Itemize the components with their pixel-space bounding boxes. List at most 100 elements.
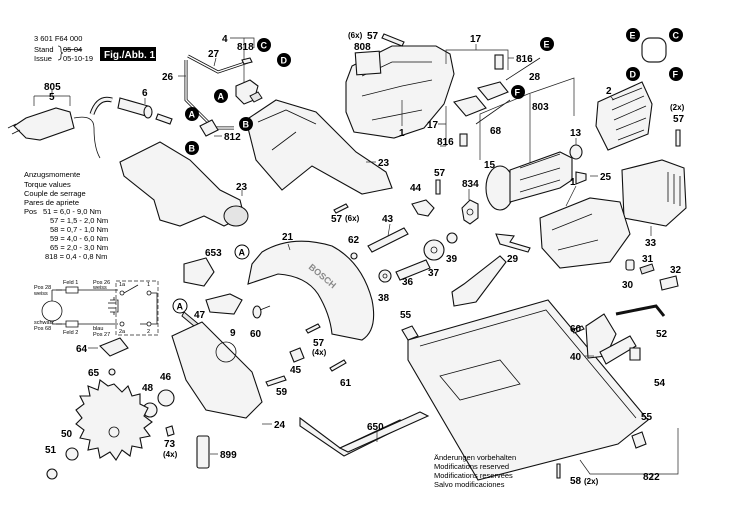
stator-assembly: 2 (2x) 57 25 33 1 <box>539 37 687 269</box>
field-coil-1 <box>56 286 118 294</box>
part-label-1: 1 <box>399 128 405 139</box>
torque-value: 57 = 1,5 - 2,0 Nm <box>50 216 108 225</box>
part-label-653: 653 <box>205 248 222 259</box>
part-label-818: 818 <box>237 42 254 53</box>
brush-holder-17b <box>453 95 487 117</box>
torque-value: 65 = 2,0 - 3,0 Nm <box>50 243 108 252</box>
guide-650 <box>299 416 410 457</box>
part-39 <box>446 232 458 244</box>
armature-assembly: 803 15 13 834 <box>461 77 583 225</box>
stand-value: 05-04 <box>63 45 82 54</box>
svg-text:A: A <box>189 110 196 120</box>
brush-cap-parts: 30 31 32 <box>622 254 682 291</box>
bolt-51 <box>46 468 58 480</box>
part-label-36: 36 <box>402 277 414 288</box>
lever-64 <box>99 337 129 357</box>
part-label-17: 17 <box>470 34 482 45</box>
screw-58 <box>556 463 561 479</box>
part-label-1b: 1 <box>570 177 576 188</box>
clip-29 <box>495 233 531 253</box>
brush-816b <box>459 133 468 147</box>
part-label-15: 15 <box>484 160 496 171</box>
spindle-36 <box>395 259 431 281</box>
part-label-24: 24 <box>274 420 286 431</box>
cap-32 <box>659 275 679 291</box>
schwarz-label: schwarz <box>34 320 54 326</box>
blade-guard: BOSCH 21 653 9 47 60 <box>181 232 375 341</box>
screw-57d <box>435 179 441 195</box>
part-label-5: 5 <box>49 92 55 103</box>
feld2-label: Feld 2 <box>63 330 78 336</box>
part-label-65: 65 <box>88 368 100 379</box>
part-label-59: 59 <box>276 387 288 398</box>
part-label-51: 51 <box>45 445 57 456</box>
torque-line: Anzugsmomente <box>24 170 80 179</box>
part-label-816: 816 <box>516 54 533 65</box>
part-label-812: 812 <box>224 132 241 143</box>
wire-ring <box>641 37 667 63</box>
part-label-47: 47 <box>194 310 206 321</box>
blau-label: blau <box>93 326 103 332</box>
part-label-68: 68 <box>490 126 502 137</box>
part-label-23: 23 <box>236 182 248 193</box>
part-label-4: 4 <box>222 34 228 45</box>
label-808 <box>354 50 382 76</box>
modifications-notice: Änderungen vorbehalten Modifications res… <box>434 453 516 489</box>
part-label-39: 39 <box>446 254 458 265</box>
qty-57-6x-b: (6x) <box>345 214 360 223</box>
part-label-62: 62 <box>348 235 360 246</box>
bolt-60 <box>252 305 262 319</box>
part-label-55b: 55 <box>641 412 653 423</box>
brush-holder-17 <box>477 81 509 101</box>
gear-train: 57 44 43 62 38 36 37 39 29 <box>348 168 531 304</box>
part-label-32: 32 <box>670 265 682 276</box>
clamp-55b <box>631 431 647 449</box>
svg-text:E: E <box>630 31 636 41</box>
figure-label-box <box>100 47 156 61</box>
ref-marker-A: A <box>185 107 199 121</box>
part-label-822: 822 <box>643 472 660 483</box>
screw-57 <box>381 33 405 47</box>
part-label-2: 2 <box>606 86 612 97</box>
base-plate <box>407 299 649 481</box>
qty-57-2x: (2x) <box>670 103 685 112</box>
knob-45 <box>289 347 305 363</box>
part-label-23b: 23 <box>378 158 390 169</box>
terminal-1a: 1a <box>119 282 126 288</box>
pos28-label: Pos 28 <box>34 285 51 291</box>
torque-value: 818 = 0,4 - 0,8 Nm <box>45 252 107 261</box>
screw-65 <box>108 368 116 376</box>
ref-marker-E: E <box>540 37 554 51</box>
qty-73-4x: (4x) <box>163 450 178 459</box>
pos26-label: Pos 26 <box>93 280 110 286</box>
stand-label: Stand <box>34 45 54 54</box>
ref-marker-C: C <box>257 38 271 52</box>
issue-value: 05-10-19 <box>63 54 93 63</box>
svg-text:B: B <box>189 144 196 154</box>
svg-text:A: A <box>177 302 184 312</box>
bearing-38 <box>378 269 392 283</box>
part-label-57b: 57 <box>673 114 685 125</box>
reference-markers: C D A B A B E F E C D F A A <box>172 28 683 314</box>
plate-9 <box>205 293 243 315</box>
grease-tube-899 <box>196 435 210 469</box>
part-label-28: 28 <box>529 72 541 83</box>
upper-guard-21 <box>247 240 375 341</box>
part-label-60b: 60 <box>570 324 582 335</box>
power-cord-assembly: 805 5 6 <box>7 82 173 159</box>
brush-816 <box>494 54 504 70</box>
screw-57e <box>305 323 321 334</box>
part-label-31: 31 <box>642 254 654 265</box>
part-label-808: 808 <box>354 42 371 53</box>
motor-housing-half: 808 (6x) 57 1 <box>345 31 455 139</box>
pos68-label: Pos 68 <box>34 326 51 332</box>
connector-812 <box>199 119 219 137</box>
document-header: 3 601 F64 000 Stand Issue 05-04 05-10-19… <box>34 34 156 63</box>
ref-marker-A-light: A <box>234 244 250 260</box>
figure-label: Fig./Abb. 1 <box>104 50 156 61</box>
pos27-label: Pos 27 <box>93 332 110 338</box>
part-label-26: 26 <box>162 72 174 83</box>
screw-59 <box>265 375 287 387</box>
part-label-805: 805 <box>44 82 61 93</box>
